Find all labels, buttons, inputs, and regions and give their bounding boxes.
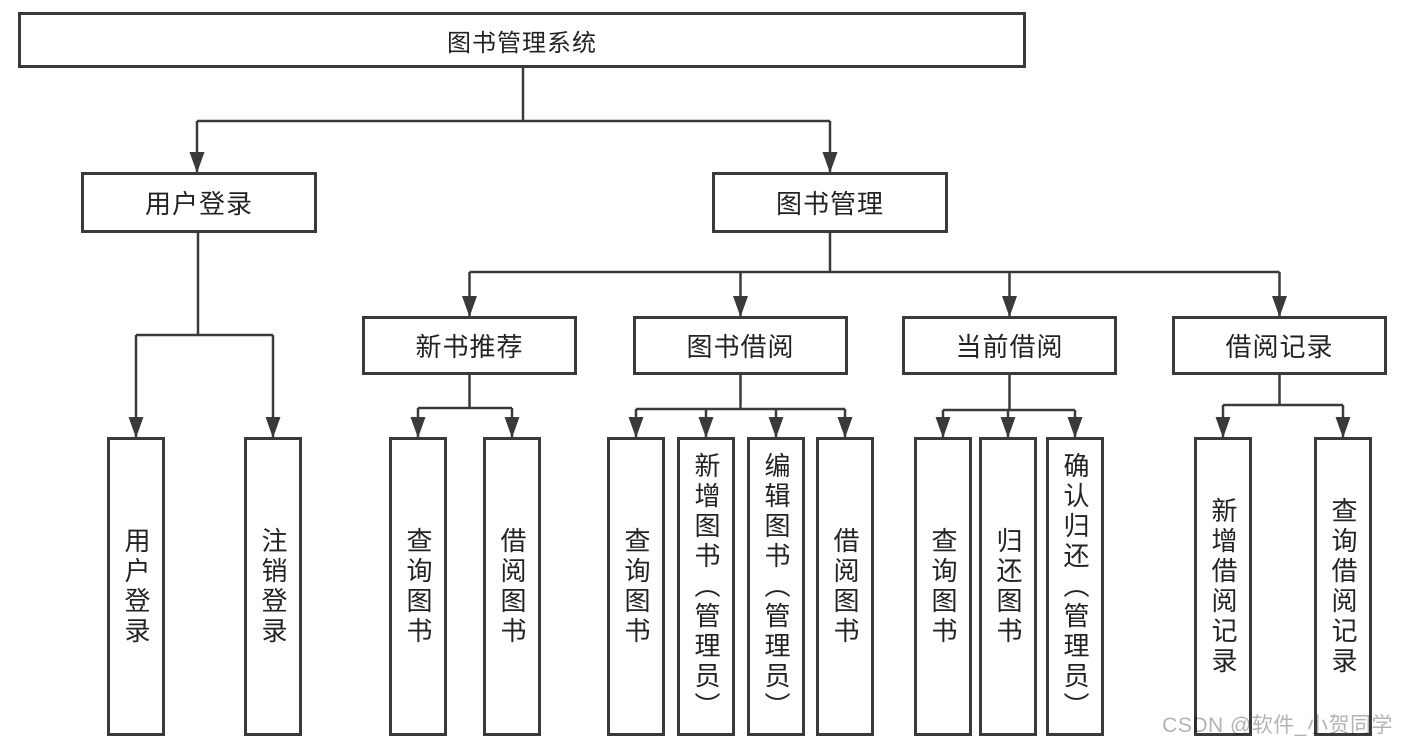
node-new-book-recommend-label: 新书推荐 xyxy=(415,332,524,362)
leaf-records-add-record: 新增借阅记录 xyxy=(1194,437,1252,736)
leaf-borrow-query-books-label: 查询图书 xyxy=(621,526,651,647)
leaf-records-query-record-label: 查询借阅记录 xyxy=(1328,496,1358,677)
leaf-recommend-borrow-books: 借阅图书 xyxy=(483,437,541,736)
node-book-management-label: 图书管理 xyxy=(775,189,884,219)
csdn-watermark: CSDN @软件_小贺同学 xyxy=(1162,714,1393,737)
leaf-borrow-query-books: 查询图书 xyxy=(607,437,665,736)
node-user-login: 用户登录 xyxy=(81,172,317,233)
node-book-management: 图书管理 xyxy=(712,172,948,233)
leaf-borrow-add-books-admin: 新增图书（管理员） xyxy=(677,437,735,736)
leaf-borrow-edit-books-admin: 编辑图书（管理员） xyxy=(747,437,805,736)
node-root-label: 图书管理系统 xyxy=(447,29,597,57)
node-root: 图书管理系统 xyxy=(18,12,1026,68)
leaf-logout: 注销登录 xyxy=(244,437,302,736)
node-book-borrowing: 图书借阅 xyxy=(633,316,848,375)
leaf-records-add-record-label: 新增借阅记录 xyxy=(1208,496,1238,677)
node-borrow-records: 借阅记录 xyxy=(1172,316,1387,375)
leaf-user-login-label: 用户登录 xyxy=(121,526,151,647)
leaf-current-confirm-return-admin: 确认归还（管理员） xyxy=(1046,437,1104,736)
leaf-current-return-books-label: 归还图书 xyxy=(993,526,1023,647)
leaf-recommend-query-books-label: 查询图书 xyxy=(403,526,433,647)
leaf-user-login: 用户登录 xyxy=(107,437,165,736)
node-book-borrowing-label: 图书借阅 xyxy=(686,332,795,362)
node-current-borrowing: 当前借阅 xyxy=(902,316,1117,375)
leaf-recommend-query-books: 查询图书 xyxy=(389,437,447,736)
node-current-borrowing-label: 当前借阅 xyxy=(955,332,1064,362)
leaf-recommend-borrow-books-label: 借阅图书 xyxy=(497,526,527,647)
leaf-borrow-edit-books-admin-label: 编辑图书（管理员） xyxy=(761,451,791,722)
leaf-current-confirm-return-admin-label: 确认归还（管理员） xyxy=(1060,451,1090,722)
leaf-logout-label: 注销登录 xyxy=(258,526,288,647)
leaf-current-query-books-label: 查询图书 xyxy=(928,526,958,647)
leaf-current-return-books: 归还图书 xyxy=(979,437,1037,736)
node-borrow-records-label: 借阅记录 xyxy=(1225,332,1334,362)
leaf-borrow-borrow-books: 借阅图书 xyxy=(816,437,874,736)
node-new-book-recommend: 新书推荐 xyxy=(362,316,577,375)
leaf-borrow-add-books-admin-label: 新增图书（管理员） xyxy=(691,451,721,722)
connector-elbows xyxy=(136,68,1343,412)
leaf-current-query-books: 查询图书 xyxy=(914,437,972,736)
leaf-borrow-borrow-books-label: 借阅图书 xyxy=(830,526,860,647)
node-user-login-label: 用户登录 xyxy=(144,189,253,219)
leaf-records-query-record: 查询借阅记录 xyxy=(1314,437,1372,736)
